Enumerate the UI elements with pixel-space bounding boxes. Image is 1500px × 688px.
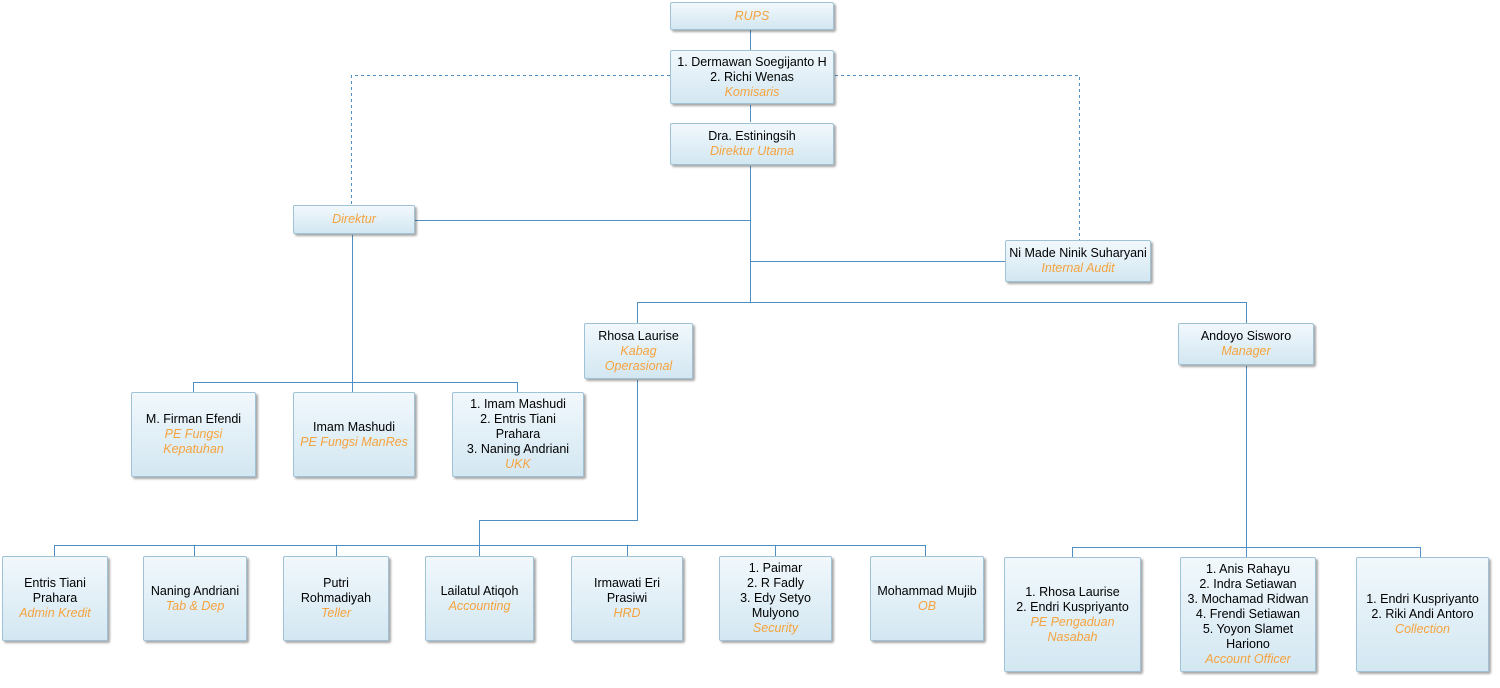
kabag-operasional-role: Kabag Operasional [604,343,673,373]
teller-role: Teller [320,606,352,620]
komisaris-names: 1. Dermawan Soegijanto H 2. Richi Wenas [677,54,827,84]
komisaris-box[interactable]: 1. Dermawan Soegijanto H 2. Richi Wenas … [670,50,834,104]
collection-names: 1. Endri Kuspriyanto 2. Riki Andi Antoro [1366,592,1479,621]
collection-box[interactable]: 1. Endri Kuspriyanto 2. Riki Andi Antoro… [1356,557,1489,672]
hrd-name: Irmawati Eri Prasiwi [594,576,660,605]
dashed-connectors [351,75,1080,240]
internal-audit-role: Internal Audit [1041,261,1115,275]
ukk-names: 1. Imam Mashudi 2. Entris Tiani Prahara … [466,397,570,456]
pengaduan-nasabah-box[interactable]: 1. Rhosa Laurise 2. Endri Kuspriyanto PE… [1004,557,1141,672]
accounting-box[interactable]: Lailatul Atiqoh Accounting [425,556,534,641]
komisaris-role: Komisaris [724,84,780,99]
kepatuhan-role: PE Fungsi Kepatuhan [163,427,224,456]
manres-name: Imam Mashudi [313,419,395,434]
ob-box[interactable]: Mohammad Mujib OB [870,556,984,641]
teller-name: Putri Rohmadiyah [300,576,372,605]
security-names: 1. Paimar 2. R Fadly 3. Edy Setyo Mulyon… [740,561,811,620]
security-box[interactable]: 1. Paimar 2. R Fadly 3. Edy Setyo Mulyon… [719,556,832,641]
direktur-utama-role: Direktur Utama [709,144,795,158]
pengaduan-nasabah-names: 1. Rhosa Laurise 2. Endri Kuspriyanto [1016,584,1129,614]
solid-connectors [54,30,1421,557]
direktur-utama-name: Dra. Estiningsih [708,129,796,143]
collection-role: Collection [1395,622,1450,636]
manager-box[interactable]: Andoyo Sisworo Manager [1178,323,1314,365]
kepatuhan-box[interactable]: M. Firman Efendi PE Fungsi Kepatuhan [131,392,256,477]
ob-role: OB [917,598,937,613]
internal-audit-box[interactable]: Ni Made Ninik Suharyani Internal Audit [1005,240,1151,282]
kabag-operasional-box[interactable]: Rhosa Laurise Kabag Operasional [584,323,693,379]
direktur-role: Direktur [332,212,376,226]
security-role: Security [752,621,799,635]
kabag-operasional-name: Rhosa Laurise [598,328,679,343]
internal-audit-name: Ni Made Ninik Suharyani [1009,246,1147,260]
rups-box[interactable]: RUPS [670,2,834,30]
account-officer-names: 1. Anis Rahayu 2. Indra Setiawan 3. Moch… [1187,562,1309,651]
manres-role: PE Fungsi ManRes [300,434,408,449]
teller-box[interactable]: Putri Rohmadiyah Teller [283,556,389,641]
admin-kredit-role: Admin Kredit [19,606,91,620]
direktur-box[interactable]: Direktur [293,205,415,234]
kepatuhan-name: M. Firman Efendi [145,412,242,426]
accounting-name: Lailatul Atiqoh [440,583,519,598]
hrd-role: HRD [613,606,641,620]
tab-dep-name: Naning Andriani [150,583,240,598]
ukk-role: UKK [505,457,531,471]
manager-role: Manager [1221,344,1271,358]
accounting-role: Accounting [448,598,511,613]
hrd-box[interactable]: Irmawati Eri Prasiwi HRD [571,556,683,641]
tab-dep-box[interactable]: Naning Andriani Tab & Dep [143,556,247,641]
ob-name: Mohammad Mujib [877,583,977,598]
account-officer-role: Account Officer [1205,652,1291,666]
account-officer-box[interactable]: 1. Anis Rahayu 2. Indra Setiawan 3. Moch… [1180,557,1316,672]
rups-role: RUPS [734,8,770,23]
ukk-box[interactable]: 1. Imam Mashudi 2. Entris Tiani Prahara … [452,392,584,477]
manres-box[interactable]: Imam Mashudi PE Fungsi ManRes [293,392,415,477]
tab-dep-role: Tab & Dep [165,598,225,613]
admin-kredit-box[interactable]: Entris Tiani Prahara Admin Kredit [2,556,108,641]
pengaduan-nasabah-role: PE Pengaduan Nasabah [1030,614,1115,644]
admin-kredit-name: Entris Tiani Prahara [24,576,86,605]
manager-name: Andoyo Sisworo [1200,329,1292,343]
direktur-utama-box[interactable]: Dra. Estiningsih Direktur Utama [670,123,834,165]
